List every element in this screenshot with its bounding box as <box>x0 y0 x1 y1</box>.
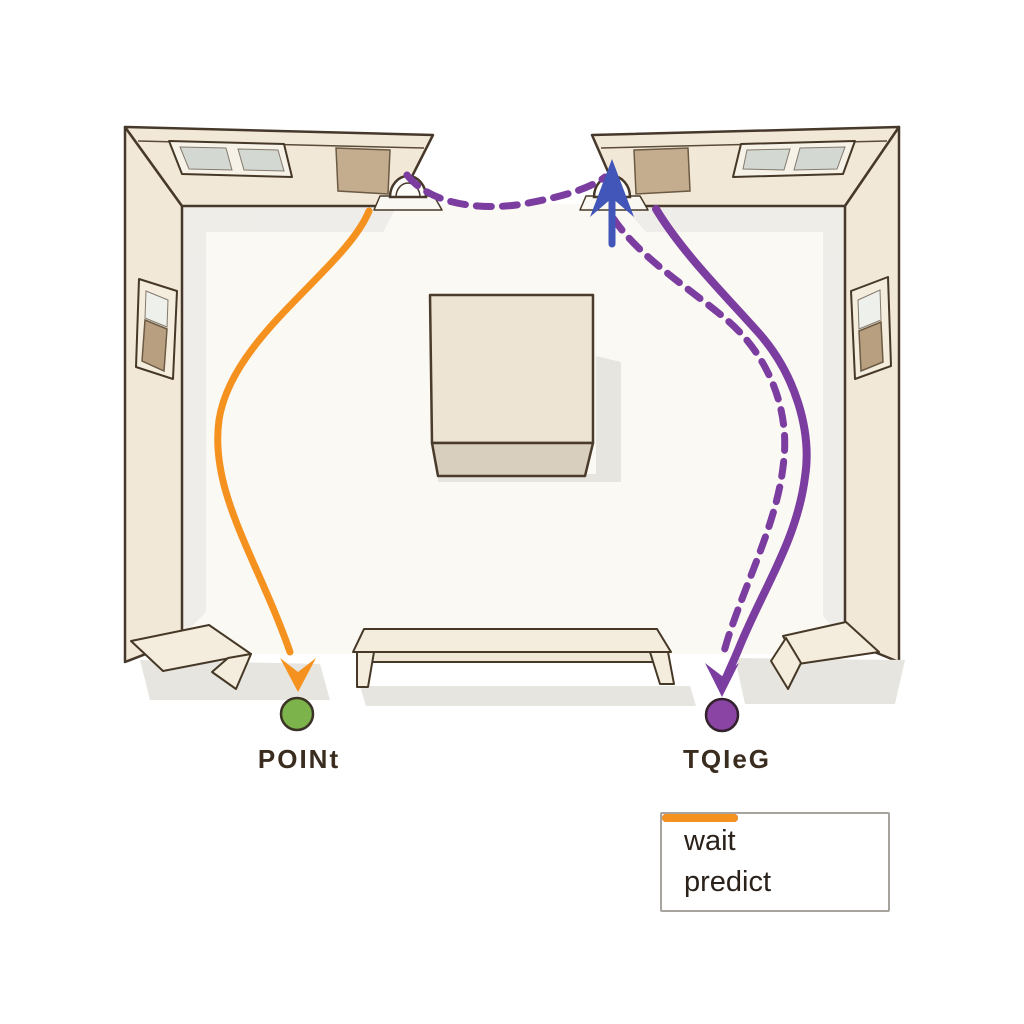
wait-arrow-icon <box>590 159 634 217</box>
left-wall <box>123 125 184 664</box>
legend-item-predict: predict <box>662 814 888 898</box>
interior-shadows <box>182 206 845 640</box>
table-shadow <box>438 356 621 482</box>
top-left-wall-panel <box>335 147 391 195</box>
start-point-marker <box>279 696 315 732</box>
observed-solid-path <box>652 205 811 682</box>
observed-arrowhead <box>705 663 739 697</box>
table-box <box>428 293 595 478</box>
center-bench <box>352 628 675 688</box>
predict-swatch-rect <box>662 814 738 822</box>
target-point-label: TQIeG <box>682 744 772 774</box>
top-right-wall-panel <box>633 147 691 195</box>
observed-dashed-down-path <box>609 214 789 660</box>
left-wall-niche <box>135 278 178 380</box>
legend: wait predict <box>660 812 890 912</box>
right-wall <box>843 125 901 664</box>
left-arch-alcove <box>373 174 443 211</box>
legend-label-wait: wait <box>684 825 736 857</box>
trajectories <box>214 159 811 697</box>
legend-label-predict: predict <box>684 866 772 898</box>
top-left-window <box>168 140 293 178</box>
bottom-right-bench <box>770 621 880 690</box>
predict-arrowhead <box>280 658 316 692</box>
right-wall-niche <box>850 276 892 380</box>
top-right-window <box>732 140 856 178</box>
legend-item-wait: wait <box>662 814 888 857</box>
predict-path <box>214 207 373 656</box>
target-point-marker <box>704 697 740 733</box>
predict-line-swatch <box>662 814 738 822</box>
observed-dashed-top-path <box>403 171 609 210</box>
start-point-label: POINt <box>257 744 341 774</box>
bottom-left-bench <box>130 624 252 690</box>
